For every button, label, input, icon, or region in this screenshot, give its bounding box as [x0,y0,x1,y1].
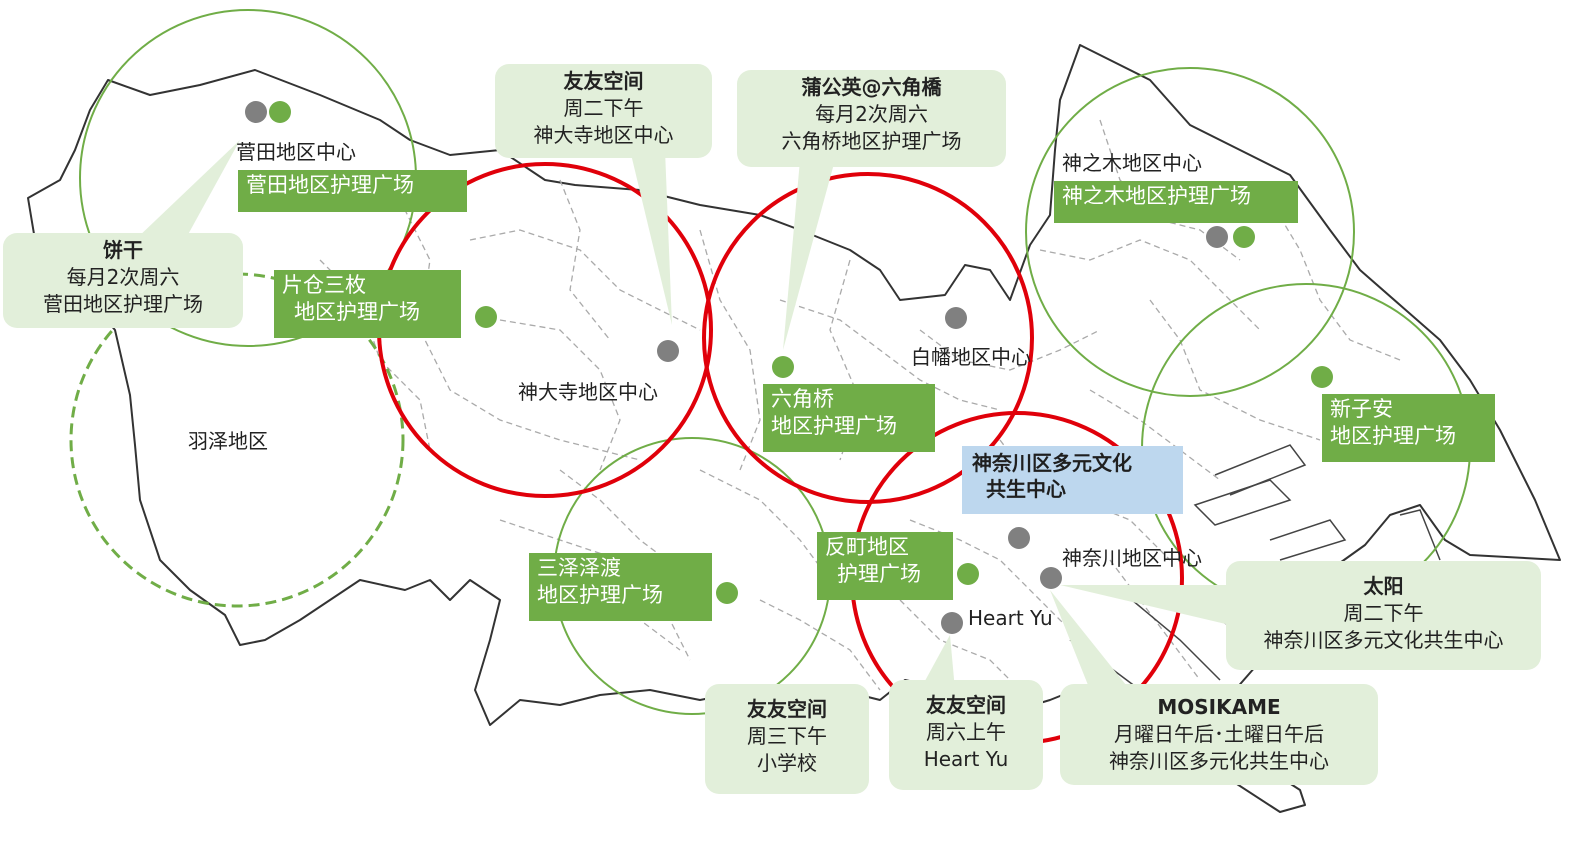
care-plaza-mitsuzawa: 三泽泽渡 地区护理广场 [529,553,712,621]
care-plaza-tanmachi-line1: 反町地区 [825,535,909,559]
marker-kanagawa-center [1040,567,1062,589]
care-plaza-tanmachi: 反町地区 护理广场 [817,532,953,600]
callout-taiyo-title: 太阳 [1363,574,1404,598]
marker-shinkoyasu-plaza [1311,366,1333,388]
marker-heart-yu [941,612,963,634]
label-heart-yu: Heart Yu [968,606,1053,630]
multicultural-center-box: 神奈川区多元文化 共生中心 [962,446,1183,514]
callout-yuyu-school-title: 友友空间 [747,697,827,721]
callout-tanpopo-line2: 六角桥地区护理广场 [781,129,962,153]
callout-senbei-line2: 菅田地区护理广场 [43,292,203,316]
callout-mosikame-title: MOSIKAME [1157,695,1281,719]
label-kanagawa-center: 神奈川地区中心 [1062,546,1202,570]
label-hakuba-center: 白幡地区中心 [911,345,1031,369]
label-sugata-center: 菅田地区中心 [236,140,356,164]
callout-taiyo-line1: 周二下午 [1343,601,1424,625]
marker-sugata-plaza [269,101,291,123]
callout-tanpopo-title: 蒲公英@六角橋 [801,75,942,99]
label-kandaiji-center: 神大寺地区中心 [518,380,658,404]
care-plaza-kaminoki-line1: 神之木地区护理广场 [1062,184,1251,208]
multicultural-center-line1: 神奈川区多元文化 [972,451,1132,475]
marker-sugata-center [245,101,267,123]
care-plaza-sugata-line1: 菅田地区护理广场 [246,173,414,197]
callout-senbei-title: 饼干 [103,238,143,262]
marker-kandaiji-center [657,340,679,362]
activity-circle-rokkakubashi [702,172,1034,504]
callout-taiyo: 太阳 周二下午 神奈川区多元文化共生中心 [1226,561,1541,670]
callout-yuyu-school: 友友空间 周三下午 小学校 [705,684,869,794]
care-plaza-mitsuzawa-line2: 地区护理广场 [537,583,663,607]
care-plaza-shinkoyasu-line1: 新子安 [1330,397,1393,421]
care-plaza-kaminoki: 神之木地区护理广场 [1054,181,1298,223]
care-plaza-katakura-line2: 地区护理广场 [294,300,420,324]
care-plaza-markers [269,101,1333,604]
callout-yuyu-kandaiji-line1: 周二下午 [563,96,644,120]
marker-kaminoki-center [1206,226,1228,248]
callout-senbei-line1: 每月2次周六 [66,265,180,289]
coverage-circle-hazawa [69,272,405,608]
callout-senbei: 饼干 每月2次周六 菅田地区护理广场 [3,233,243,328]
callout-yuyu-kandaiji-title: 友友空间 [563,69,644,93]
callout-mosikame-line2: 神奈川区多元化共生中心 [1109,749,1329,773]
callout-mosikame-line1: 月曜日午后･土曜日午后 [1114,722,1324,746]
marker-katakura-plaza [475,306,497,328]
label-kaminoki-center: 神之木地区中心 [1062,151,1202,175]
callout-mosikame: MOSIKAME 月曜日午后･土曜日午后 神奈川区多元化共生中心 [1060,684,1378,785]
marker-tanmachi-plaza [957,563,979,585]
callout-tanpopo: 蒲公英@六角橋 每月2次周六 六角桥地区护理广场 [737,70,1006,167]
callout-yuyu-kandaiji-line2: 神大寺地区中心 [533,123,674,147]
callout-yuyu-kandaiji: 友友空间 周二下午 神大寺地区中心 [495,64,712,158]
callout-tanpopo-line1: 每月2次周六 [815,102,928,126]
care-plaza-rokkakubashi: 六角桥 地区护理广场 [763,384,935,452]
callout-yuyu-school-line2: 小学校 [757,751,817,775]
marker-mitsuzawa-plaza [716,582,738,604]
care-plaza-rokkakubashi-line2: 地区护理广场 [771,414,897,438]
callout-yuyu-heartyu-line1: 周六上午 [926,720,1006,744]
callout-yuyu-school-line1: 周三下午 [747,724,827,748]
care-plaza-tanmachi-line2: 护理广场 [837,562,921,586]
callout-pointers [135,140,1230,690]
callout-taiyo-line2: 神奈川区多元文化共生中心 [1263,628,1504,652]
care-plaza-sugata: 菅田地区护理广场 [238,170,467,212]
label-hazawa: 羽泽地区 [188,429,268,453]
callout-yuyu-heartyu-line2: Heart Yu [923,747,1009,771]
marker-kaminoki-plaza [1233,226,1255,248]
callout-yuyu-heartyu: 友友空间 周六上午 Heart Yu [889,680,1043,790]
callout-yuyu-heartyu-title: 友友空间 [926,693,1006,717]
community-center-markers [245,101,1228,634]
care-plaza-katakura: 片仓三枚 地区护理广场 [274,270,461,338]
care-plaza-rokkakubashi-line1: 六角桥 [771,387,834,411]
marker-multicultural-center [1008,527,1030,549]
multicultural-center-line2: 共生中心 [986,477,1066,501]
coverage-circle-kaminoki [1025,67,1355,397]
marker-rokkakubashi-plaza [772,356,794,378]
care-plaza-katakura-line1: 片仓三枚 [282,273,366,297]
care-plaza-shinkoyasu-line2: 地区护理广场 [1330,424,1456,448]
care-plaza-shinkoyasu: 新子安 地区护理广场 [1322,394,1495,462]
ward-boundary [27,44,1561,813]
marker-hakuba-center [945,307,967,329]
care-plaza-mitsuzawa-line1: 三泽泽渡 [537,556,621,580]
